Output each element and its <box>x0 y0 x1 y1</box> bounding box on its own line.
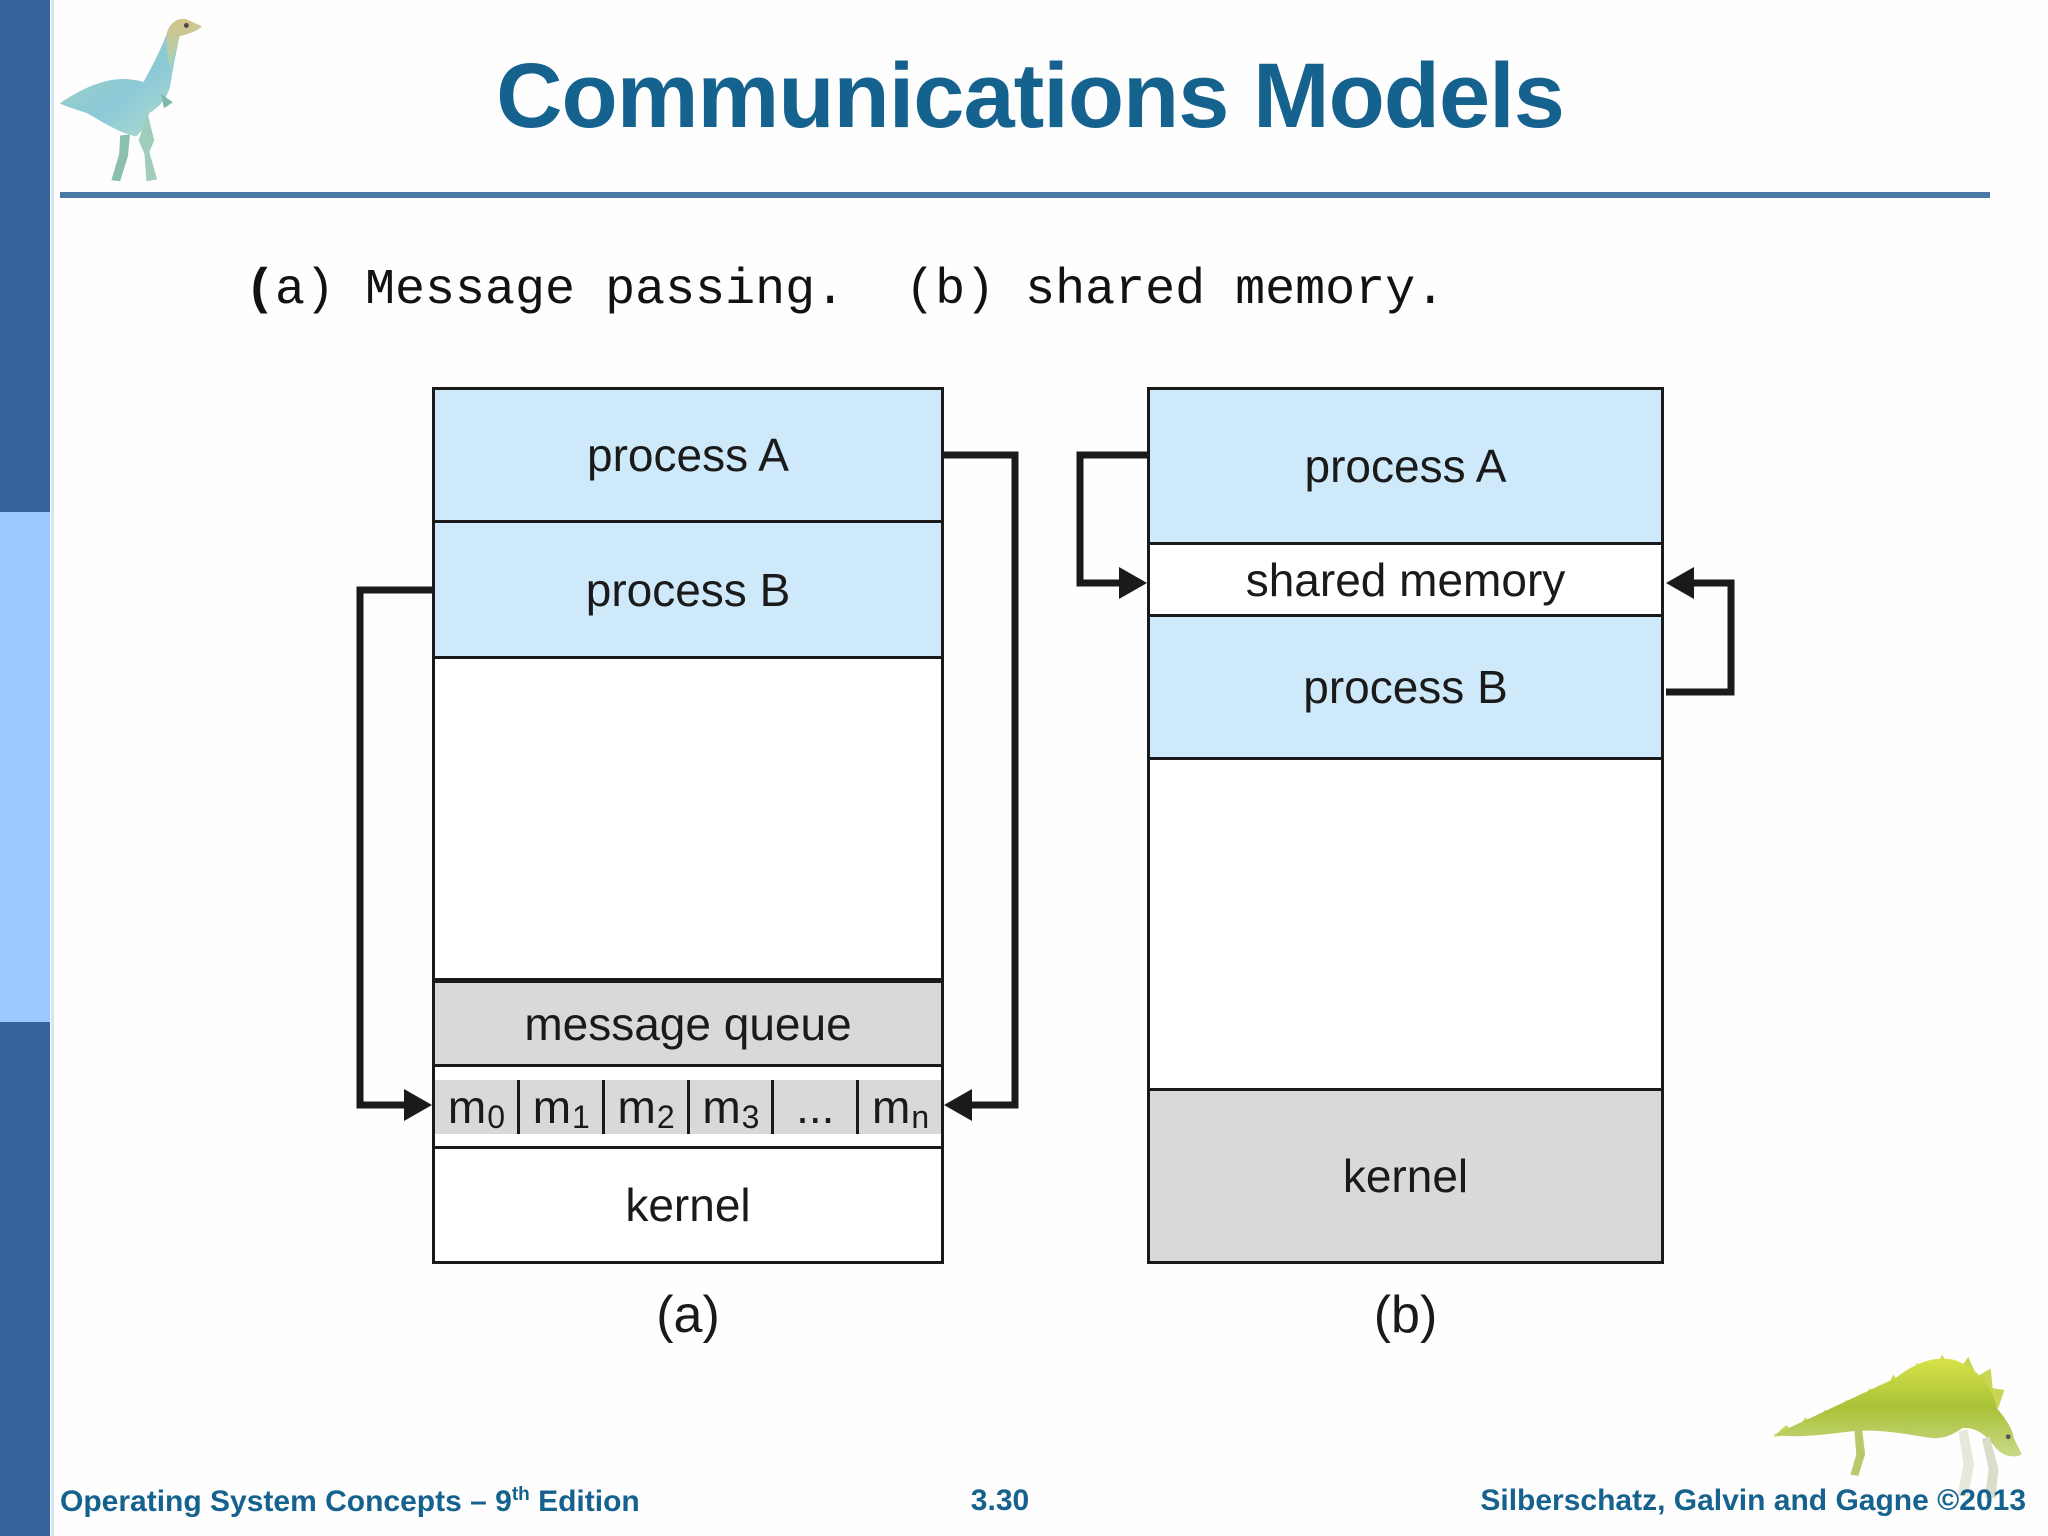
dinosaur-logo-svg <box>59 18 202 182</box>
sidebar-segment-top <box>0 0 50 512</box>
process-b-box: process B <box>435 523 941 659</box>
footer-edition-superscript: th <box>511 1484 530 1505</box>
kernel-box-b: kernel <box>1150 1091 1661 1261</box>
footer-authors: Silberschatz, Galvin and Gagne ©2013 <box>1480 1484 2026 1517</box>
process-a-box: process A <box>435 390 941 523</box>
slide-title: Communications Models <box>496 45 1565 147</box>
arrow-process-a-to-queue <box>942 451 1019 1121</box>
empty-region <box>435 659 941 983</box>
process-b-box-b: process B <box>1150 617 1661 760</box>
subfigure-label-a: (a) <box>656 1286 720 1344</box>
arrow-process-b-to-shared-memory <box>1666 567 1735 696</box>
shared-memory-box: shared memory <box>1150 545 1661 617</box>
message-queue-box: message queue <box>435 983 941 1067</box>
dinosaur-footer-icon <box>1765 1318 2045 1508</box>
sidebar-segment-bottom <box>0 1022 50 1536</box>
sidebar-edge-line <box>51 0 54 1536</box>
process-a-box-b: process A <box>1150 390 1661 545</box>
footer-page-number: 3.30 <box>970 1484 1030 1517</box>
sidebar-segment-middle <box>0 512 50 1022</box>
figure-caption: (a) Message passing. (b) shared memory. <box>245 262 1445 319</box>
dinosaur-logo-icon <box>52 6 237 196</box>
subfigure-label-b: (b) <box>1373 1286 1438 1344</box>
footer-book-title: Operating System Concepts – 9th Edition <box>60 1484 640 1518</box>
arrow-process-b-to-queue <box>356 586 434 1121</box>
title-underline <box>60 192 1990 198</box>
message-cell-ellipsis: ... <box>774 1079 860 1134</box>
dinosaur-footer-svg <box>1773 1355 2022 1499</box>
caption-bold-paren: ( <box>245 262 276 319</box>
shared-memory-diagram: process A shared memory process B kernel <box>1147 387 1664 1264</box>
kernel-box-a: kernel <box>435 1149 941 1261</box>
empty-region-b <box>1150 760 1661 1091</box>
arrow-process-a-to-shared-memory <box>1076 451 1149 599</box>
caption-text: a) Message passing. (b) shared memory. <box>275 262 1446 319</box>
